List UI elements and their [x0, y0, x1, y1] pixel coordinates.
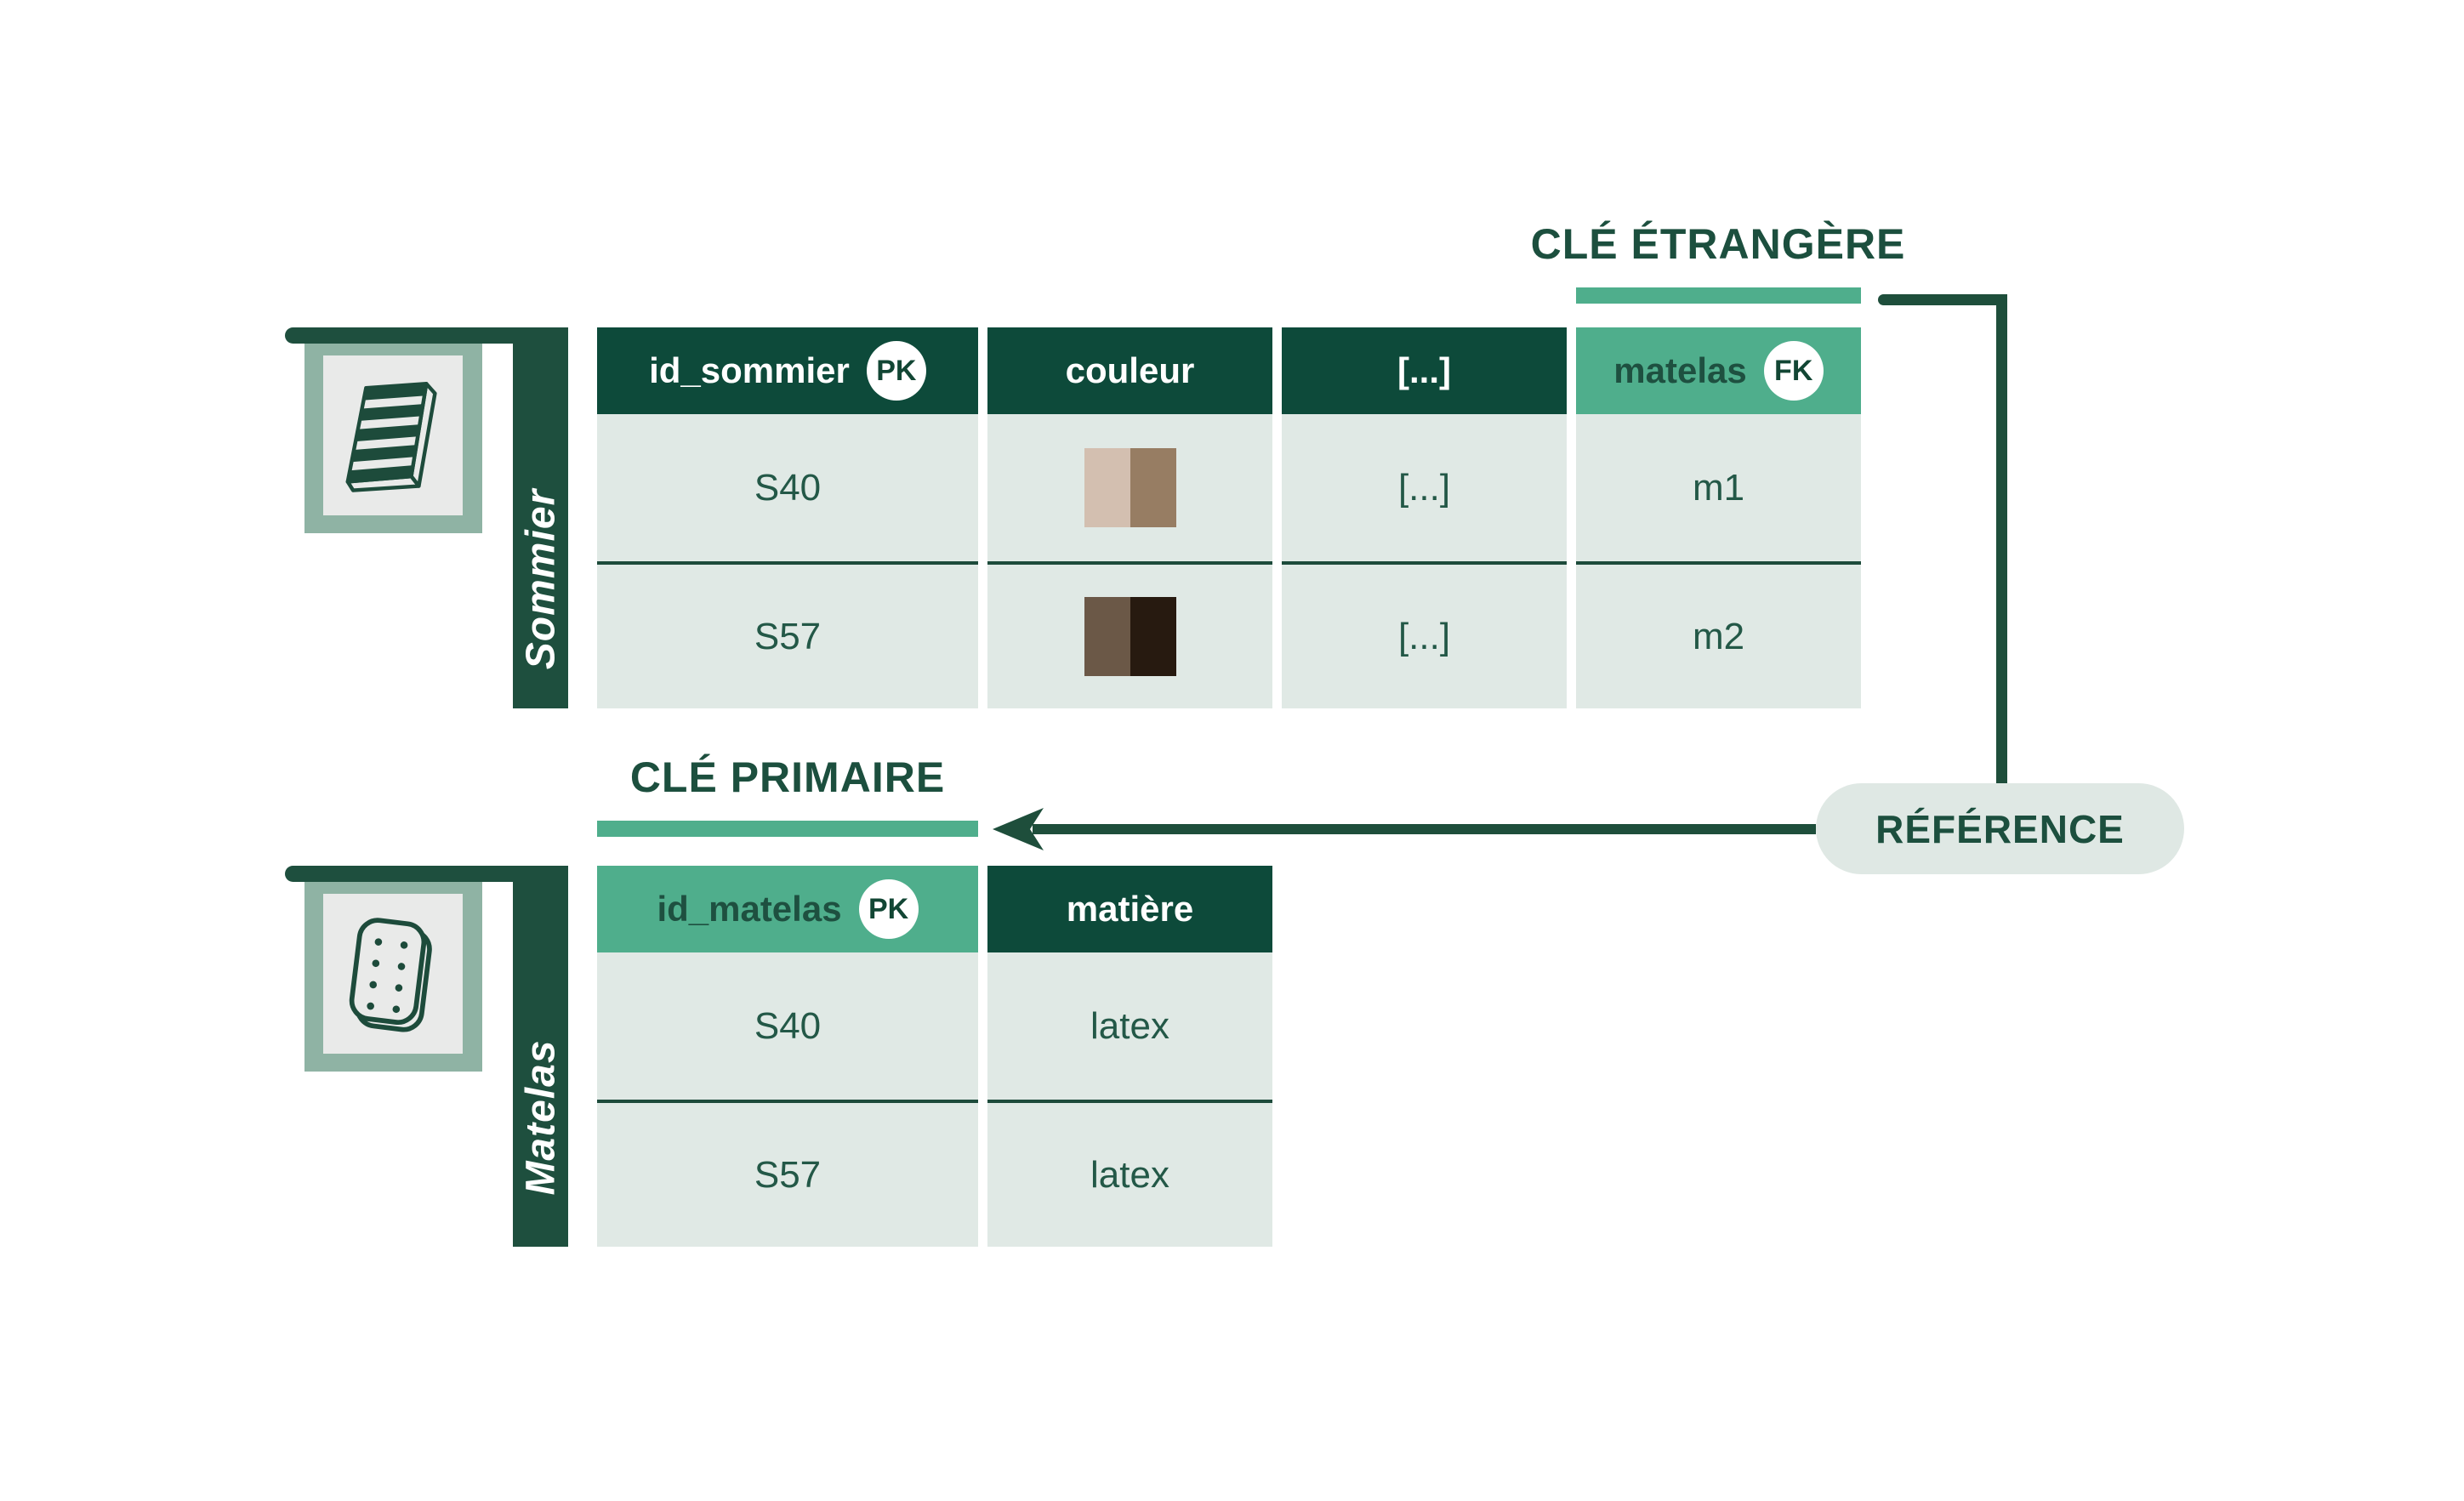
column-header-label: matière [1066, 889, 1194, 929]
matelas-hanger-bar [285, 866, 568, 882]
sommier-icon-tile [323, 355, 463, 515]
connector-top-line [1878, 294, 2007, 305]
connector-vertical-line [1996, 294, 2007, 787]
table-cell-matelas: m2 [1576, 561, 1861, 708]
color-swatch [1084, 448, 1176, 527]
table-cell-matelas: m1 [1576, 414, 1861, 561]
table-cell-id: S40 [597, 952, 978, 1100]
matelas-icon-tile [323, 894, 463, 1054]
primary-key-badge: PK [858, 879, 919, 939]
foreign-key-underline [1576, 287, 1861, 304]
primary-key-badge: PK [866, 341, 926, 401]
mattress-icon [349, 918, 432, 1032]
table-cell-id: S40 [597, 414, 978, 561]
arrowhead-icon [993, 808, 1044, 850]
column-header-matiere: matière [987, 866, 1272, 952]
color-swatch-right [1130, 448, 1176, 527]
table-cell-more: [...] [1282, 414, 1567, 561]
table-cell-id: S57 [597, 1100, 978, 1247]
column-header-label: id_matelas [657, 889, 842, 929]
table-cell-id: S57 [597, 561, 978, 708]
column-header-more: [...] [1282, 327, 1567, 414]
table-cell-more: [...] [1282, 561, 1567, 708]
sommier-table: id_sommier PK couleur [...] matelas FK S… [597, 327, 1861, 708]
color-swatch-left [1084, 448, 1130, 527]
matelas-icon-frame [304, 876, 482, 1072]
sommier-icon-frame [304, 338, 482, 533]
column-header-label: [...] [1397, 350, 1451, 390]
reference-pill: RÉFÉRENCE [1816, 783, 2184, 874]
column-header-couleur: couleur [987, 327, 1272, 414]
column-header-label: couleur [1065, 350, 1195, 390]
column-header-id-sommier: id_sommier PK [597, 327, 978, 414]
color-swatch-left [1084, 597, 1130, 676]
primary-key-underline [597, 821, 978, 837]
table-cell-matiere: latex [987, 1100, 1272, 1247]
reference-arrow-shaft [1033, 824, 1816, 834]
color-swatch [1084, 597, 1176, 676]
foreign-key-badge: FK [1763, 341, 1824, 401]
table-cell-matiere: latex [987, 952, 1272, 1100]
sommier-hanger-bar [285, 327, 568, 344]
column-header-matelas: matelas FK [1576, 327, 1861, 414]
table-cell-couleur [987, 414, 1272, 561]
column-header-label: matelas [1613, 350, 1747, 390]
color-swatch-right [1130, 597, 1176, 676]
sommier-table-name: Sommier [518, 488, 563, 669]
column-header-id-matelas: id_matelas PK [597, 866, 978, 952]
foreign-key-label: CLÉ ÉTRANGÈRE [1530, 220, 1906, 268]
table-cell-couleur [987, 561, 1272, 708]
sommier-table-name-bar: Sommier [513, 327, 568, 708]
bed-base-icon [345, 381, 437, 492]
matelas-table-name: Matelas [518, 1039, 563, 1196]
column-header-label: id_sommier [649, 350, 850, 390]
matelas-table-name-bar: Matelas [513, 866, 568, 1247]
primary-key-label: CLÉ PRIMAIRE [629, 753, 946, 801]
matelas-table: id_matelas PK matière S40 latex S57 late… [597, 866, 1272, 1247]
